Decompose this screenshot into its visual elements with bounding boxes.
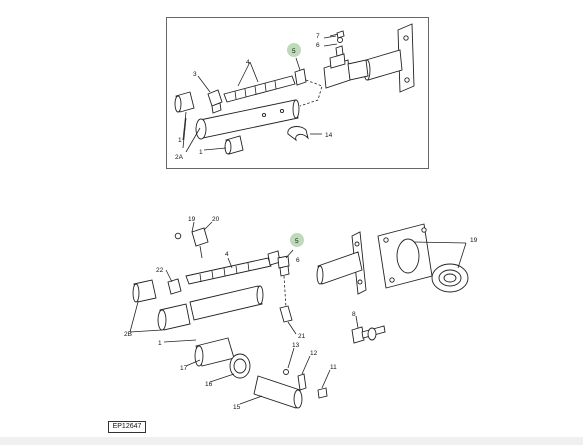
- callout-5-highlight-bottom: [290, 233, 304, 247]
- upper-view-frame: [166, 17, 429, 169]
- label-15: 15: [233, 404, 241, 411]
- label-8: 8: [352, 311, 356, 318]
- lower-pin-12: [297, 373, 307, 391]
- lower-nut-6: [279, 265, 290, 277]
- upper-view: 7 6 5 4 3 1 2A 1 14: [174, 23, 415, 161]
- upper-pivot-tube: [365, 49, 403, 81]
- drawing-code: EP12647: [108, 421, 146, 433]
- upper-nipple-7: [336, 30, 345, 39]
- label-1b: 1: [199, 149, 203, 156]
- lower-elbow-fitting-5: [277, 255, 290, 269]
- label-2b: 2B: [124, 331, 132, 338]
- label-22: 22: [156, 267, 164, 274]
- label-11: 11: [330, 364, 337, 371]
- lower-elbow-20: [191, 227, 209, 247]
- label-5-bottom: 5: [295, 238, 299, 245]
- label-13: 13: [292, 342, 300, 349]
- upper-elbow-3: [207, 89, 223, 107]
- lower-view: 19 20 5 4 6 22 19 2B 1 21 8 13 12 11 17 …: [124, 216, 478, 411]
- label-14: 14: [325, 132, 333, 139]
- label-6-bottom: 6: [296, 257, 300, 264]
- lower-pivot-tube: [317, 251, 363, 285]
- label-19-bearing: 19: [470, 237, 478, 244]
- label-1-bottom: 1: [158, 340, 162, 347]
- upper-elbow-fitting-5: [294, 68, 307, 86]
- label-20: 20: [212, 216, 220, 223]
- lower-washer-19: [174, 232, 182, 240]
- bottom-bar: [0, 437, 583, 445]
- lower-connector-21: [279, 305, 293, 323]
- lower-washer-13: [283, 369, 289, 375]
- label-12: 12: [310, 350, 318, 357]
- lower-shaft-tube-1: [189, 285, 263, 321]
- label-21: 21: [298, 333, 306, 340]
- upper-mounting-plate: [397, 23, 415, 93]
- upper-clip-14: [287, 126, 309, 142]
- upper-hose-4: [223, 75, 296, 103]
- label-17: 17: [180, 365, 188, 372]
- lower-bolt-11: [317, 387, 328, 399]
- lower-hose-4: [185, 257, 272, 285]
- label-3: 3: [193, 71, 197, 78]
- lower-bolt-head-8: [351, 326, 365, 344]
- label-1a: 1: [178, 137, 182, 144]
- lower-pin-15: [253, 375, 301, 409]
- label-19-top: 19: [188, 216, 196, 223]
- label-5: 5: [292, 48, 296, 55]
- label-16: 16: [205, 381, 213, 388]
- callout-5-highlight-top: [287, 43, 301, 57]
- label-6: 6: [316, 42, 320, 49]
- label-2a: 2A: [175, 154, 184, 161]
- label-4: 4: [246, 59, 250, 66]
- lower-fitting-22: [167, 278, 182, 295]
- label-4-bottom: 4: [225, 251, 229, 258]
- label-7: 7: [316, 33, 320, 40]
